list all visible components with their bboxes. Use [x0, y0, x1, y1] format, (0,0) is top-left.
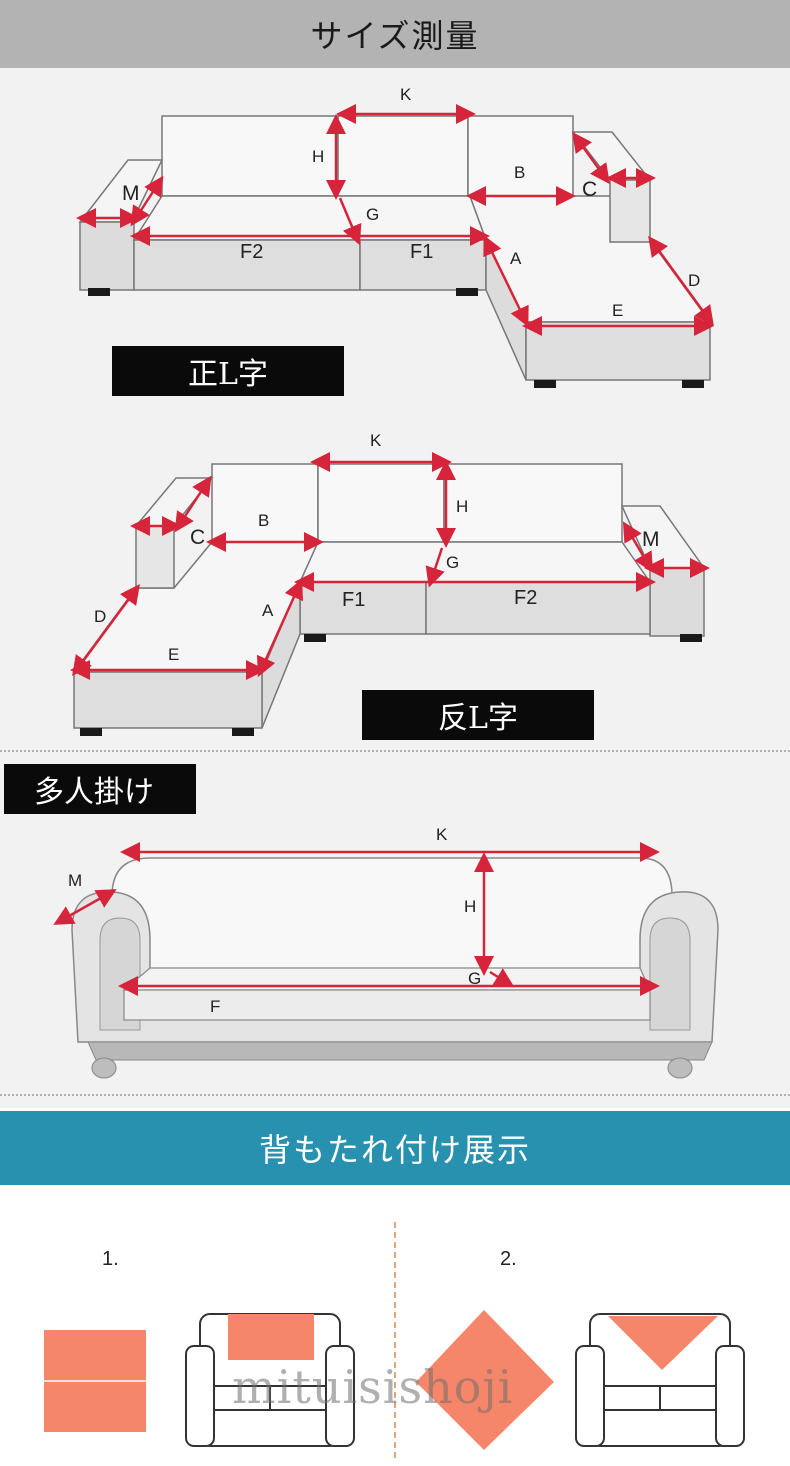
back-cushions-rev: [211, 463, 623, 543]
label-f1: F1: [410, 241, 433, 263]
label-h: H: [312, 147, 324, 166]
section-divider: [0, 750, 790, 752]
label-m-rev: M: [642, 528, 660, 551]
l-shape-sofa-diagram: K H G F2 F1 M B C A D E: [76, 85, 714, 388]
label-a-rev: A: [262, 601, 274, 620]
watermark-text: mituisishoji: [232, 1360, 514, 1414]
label-c-rev: C: [190, 526, 205, 549]
measure-arrows: [76, 104, 714, 336]
reverse-l-shape-sofa-diagram: K H G F1 F2 M B C A D E: [70, 431, 710, 736]
label-k-multi: K: [436, 825, 448, 844]
step-1-label: 1.: [102, 1248, 119, 1270]
label-e-rev: E: [168, 645, 179, 664]
label-b-rev: B: [258, 511, 269, 530]
label-d-rev: D: [94, 607, 106, 626]
step-2-label: 2.: [500, 1248, 517, 1270]
display-title: 背もたれ付け展示: [258, 1131, 531, 1169]
label-k: K: [400, 85, 412, 104]
label-f2: F2: [240, 241, 263, 263]
step-divider: [394, 1222, 396, 1458]
sofa-legs: [88, 288, 704, 388]
label-g-rev: G: [446, 553, 459, 572]
label-a: A: [510, 249, 522, 268]
step-1-illustration: [44, 1313, 355, 1447]
label-k-rev: K: [370, 431, 382, 450]
label-h-multi: H: [464, 897, 476, 916]
label-m: M: [122, 182, 140, 205]
step-2-illustration: [416, 1310, 745, 1450]
display-header: 背もたれ付け展示: [0, 1111, 790, 1185]
label-f1-rev: F1: [342, 589, 365, 611]
label-b: B: [514, 163, 525, 182]
back-cushions: [161, 115, 574, 197]
chaise-front: [525, 321, 711, 381]
label-e: E: [612, 301, 623, 320]
reverse-l-shape-label: 反L字: [362, 690, 594, 740]
size-measurement-header: サイズ測量: [0, 0, 790, 68]
multi-seat-sofa-diagram: K H G F M: [53, 825, 719, 1079]
label-g: G: [366, 205, 379, 224]
multi-seat-label: 多人掛け: [4, 764, 196, 814]
label-m-multi: M: [68, 871, 82, 890]
label-c: C: [582, 178, 597, 201]
label-f-multi: F: [210, 997, 220, 1016]
section-divider-2: [0, 1094, 790, 1096]
size-measurement-title: サイズ測量: [310, 17, 480, 55]
label-h-rev: H: [456, 497, 468, 516]
label-g-multi: G: [468, 969, 481, 988]
seat-top: [132, 195, 488, 241]
label-f2-rev: F2: [514, 587, 537, 609]
label-d: D: [688, 271, 700, 290]
l-shape-label: 正L字: [112, 346, 344, 396]
